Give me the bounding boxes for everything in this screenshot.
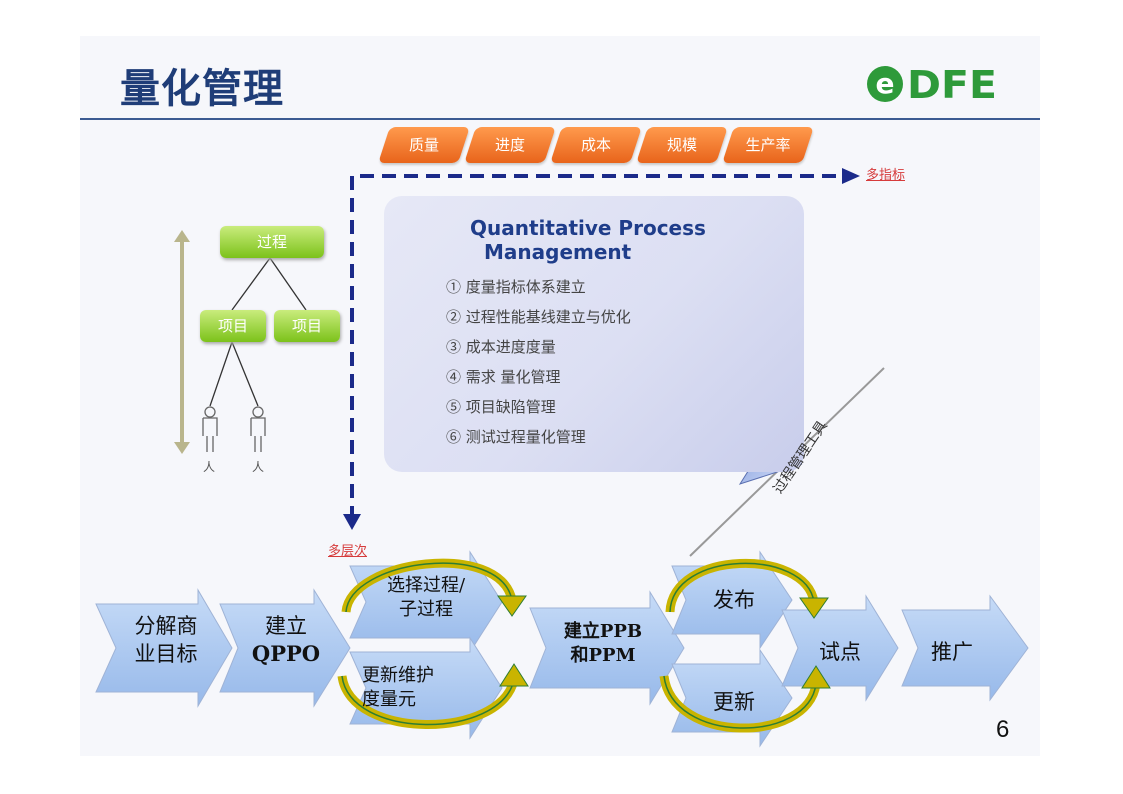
flow-step-pilot: 试点 (819, 640, 861, 664)
multi-level-label: 多层次 (328, 544, 368, 559)
list-item: ④ 需求 量化管理 (446, 368, 561, 386)
list-item: ⑥ 测试过程量化管理 (446, 428, 586, 446)
axis-arrowhead-down (343, 514, 361, 530)
flow-step-promote: 推广 (931, 640, 973, 664)
list-item: ③ 成本进度度量 (446, 338, 556, 356)
qpm-panel-title: Quantitative Process Management (470, 216, 706, 264)
project-box: 项目 (200, 310, 266, 342)
person-icon (250, 406, 266, 452)
cycle-arrowhead-icon (497, 595, 527, 617)
svg-text:e: e (876, 67, 895, 100)
qpm-panel (384, 196, 804, 472)
flow-step-publish: 发布 (713, 588, 755, 612)
person-label: 人 (252, 460, 265, 474)
list-item: ② 过程性能基线建立与优化 (446, 308, 631, 326)
flow-arrow-decompose (95, 588, 233, 708)
flow-step-update-metrics: 更新维护度量元 (362, 665, 434, 710)
flow-arrow-ppb (529, 590, 685, 706)
title-divider (80, 118, 1040, 120)
list-item: ⑤ 项目缺陷管理 (446, 398, 556, 416)
flow-step-select-process: 选择过程/子过程 (386, 575, 466, 620)
list-item: ① 度量指标体系建立 (446, 278, 586, 296)
flow-arrow-promote (901, 594, 1029, 702)
dashed-axes (350, 174, 846, 520)
page-title: 量化管理 (120, 66, 284, 112)
axis-arrowhead-right (842, 168, 860, 184)
flow-step-decompose: 分解商业目标 (134, 614, 198, 666)
multi-metric-label: 多指标 (866, 168, 906, 183)
dfe-logo: e DFE (867, 63, 997, 106)
process-box: 过程 (220, 226, 324, 258)
flow-step-update: 更新 (713, 690, 755, 714)
cycle-arrowhead-icon (499, 663, 529, 687)
flow-arrow-update-metrics (349, 636, 503, 740)
project-box: 项目 (274, 310, 340, 342)
page-number: 6 (996, 716, 1010, 743)
person-icon (202, 406, 218, 452)
cycle-arrowhead-icon (801, 665, 831, 689)
flow-arrow-qppo (219, 588, 351, 708)
cycle-arrowhead-icon (799, 597, 829, 619)
svg-text:DFE: DFE (907, 63, 997, 106)
qpm-item-list: ① 度量指标体系建立 ② 过程性能基线建立与优化 ③ 成本进度度量 ④ 需求 量… (446, 272, 631, 452)
person-label: 人 (203, 460, 216, 474)
